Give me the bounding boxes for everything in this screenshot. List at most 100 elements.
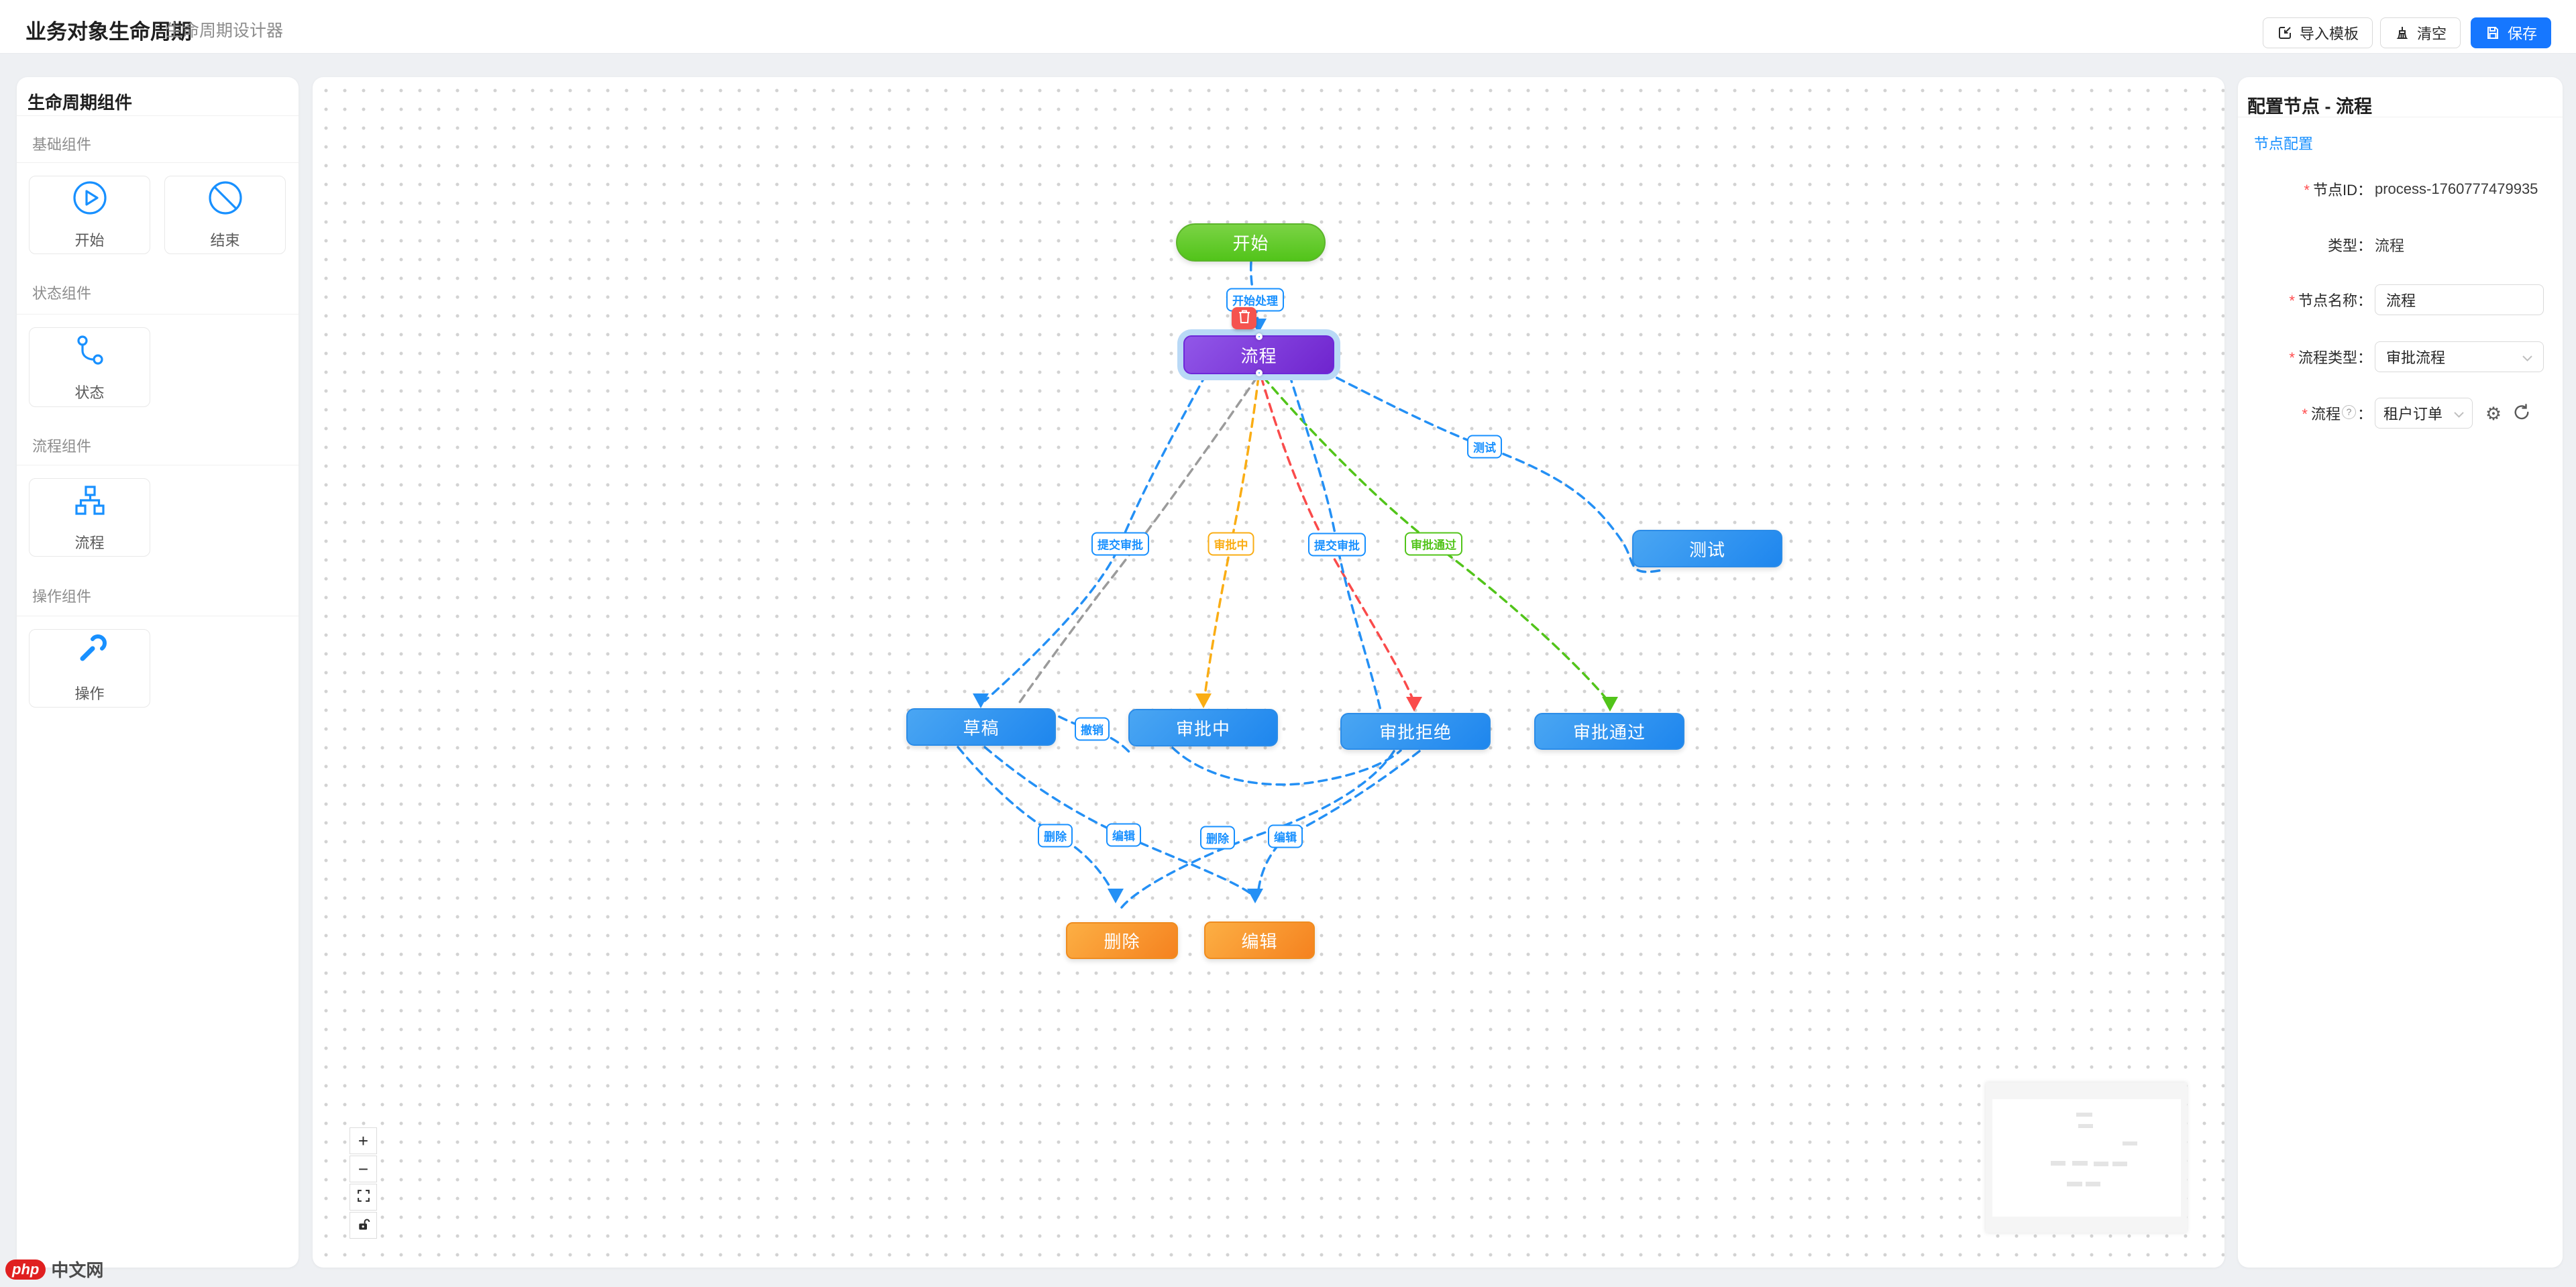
state-icon bbox=[72, 332, 108, 372]
chevron-down-icon bbox=[2522, 348, 2532, 366]
refresh-button[interactable] bbox=[2512, 403, 2532, 425]
edge-label[interactable]: 撤销 bbox=[1075, 717, 1110, 741]
component-action-label: 操作 bbox=[74, 685, 105, 702]
process-type-value: 审批流程 bbox=[2386, 349, 2446, 366]
sitemap-icon bbox=[72, 482, 108, 522]
required-mark: * bbox=[2289, 292, 2295, 309]
edge-label[interactable]: 提交审批 bbox=[1308, 533, 1366, 557]
required-mark: * bbox=[2302, 406, 2308, 423]
process-colon: ： bbox=[2357, 406, 2372, 423]
node-process[interactable]: 流程 bbox=[1183, 333, 1334, 376]
node-name-label: 节点名称： bbox=[2298, 292, 2372, 309]
edge-label[interactable]: 删除 bbox=[1200, 826, 1235, 850]
flow-canvas[interactable]: 开始处理提交审批审批中提交审批审批通过测试撤销删除编辑删除编辑 开始流程草稿审批… bbox=[313, 77, 2224, 1268]
component-process[interactable]: 流程 bbox=[29, 478, 150, 557]
minimap-node bbox=[2076, 1113, 2092, 1117]
save-icon bbox=[2485, 25, 2501, 41]
sidebar-title: 生命周期组件 bbox=[28, 93, 133, 113]
section-action-label: 操作组件 bbox=[32, 588, 92, 605]
minimap-node bbox=[2067, 1182, 2082, 1186]
minimap[interactable] bbox=[1986, 1082, 2187, 1233]
section-basic-label: 基础组件 bbox=[32, 136, 92, 153]
divider bbox=[17, 115, 299, 116]
node-delete[interactable]: 删除 bbox=[1066, 922, 1178, 959]
minimap-node bbox=[2051, 1161, 2065, 1166]
save-button[interactable]: 保存 bbox=[2471, 17, 2551, 48]
minimap-node bbox=[2123, 1141, 2137, 1145]
component-start-label: 开始 bbox=[74, 232, 105, 249]
delete-node-button[interactable] bbox=[1232, 307, 1256, 329]
component-action[interactable]: 操作 bbox=[29, 629, 150, 708]
help-icon[interactable]: ? bbox=[2341, 405, 2356, 419]
node-rejected[interactable]: 审批拒绝 bbox=[1340, 713, 1491, 750]
required-mark: * bbox=[2289, 349, 2295, 366]
panel-title: 配置节点 - 流程 bbox=[2247, 97, 2372, 117]
process-type-label: 流程类型： bbox=[2298, 349, 2372, 366]
edge-label[interactable]: 审批通过 bbox=[1405, 532, 1462, 556]
edge-label[interactable]: 删除 bbox=[1038, 824, 1073, 848]
node-port-bottom[interactable] bbox=[1255, 370, 1263, 376]
required-mark: * bbox=[2304, 182, 2310, 199]
clear-label: 清空 bbox=[2416, 25, 2447, 42]
edge-label[interactable]: 测试 bbox=[1467, 435, 1502, 459]
minimap-node bbox=[2086, 1182, 2100, 1186]
component-start[interactable]: 开始 bbox=[29, 176, 150, 254]
zoom-in-button[interactable]: + bbox=[350, 1127, 377, 1154]
page-title: 业务对象生命周期 bbox=[25, 20, 192, 44]
minimap-viewport[interactable] bbox=[1992, 1099, 2181, 1217]
zoom-out-button[interactable]: − bbox=[350, 1156, 377, 1182]
fit-view-button[interactable] bbox=[350, 1184, 377, 1211]
play-circle-icon bbox=[72, 180, 108, 219]
refresh-icon bbox=[2513, 403, 2530, 425]
node-draft[interactable]: 草稿 bbox=[906, 708, 1056, 746]
section-state-label: 状态组件 bbox=[32, 285, 92, 302]
import-template-button[interactable]: 导入模板 bbox=[2263, 17, 2373, 48]
broom-icon bbox=[2394, 25, 2410, 41]
trash-icon bbox=[1238, 309, 1251, 327]
type-label: 类型： bbox=[2327, 237, 2372, 254]
process-type-select[interactable]: 审批流程 bbox=[2375, 341, 2544, 372]
edge-label[interactable]: 编辑 bbox=[1106, 823, 1141, 847]
section-process-label: 流程组件 bbox=[32, 438, 92, 455]
field-node-id: *节点ID： process-1760777479935 bbox=[2238, 173, 2563, 205]
node-start[interactable]: 开始 bbox=[1176, 223, 1326, 262]
process-select[interactable]: 租户订单 bbox=[2375, 398, 2473, 429]
node-approving[interactable]: 审批中 bbox=[1128, 709, 1278, 746]
import-icon bbox=[2277, 25, 2293, 41]
node-name-input[interactable]: 流程 bbox=[2375, 284, 2544, 315]
fit-view-icon bbox=[356, 1187, 371, 1208]
node-test[interactable]: 测试 bbox=[1632, 530, 1782, 567]
edge-label[interactable]: 编辑 bbox=[1268, 824, 1303, 848]
field-process: *流程?： 租户订单 ⚙ bbox=[2238, 397, 2563, 429]
settings-gear-button[interactable]: ⚙ bbox=[2485, 403, 2502, 424]
php-logo: php bbox=[5, 1259, 46, 1280]
process-value: 租户订单 bbox=[2383, 406, 2443, 423]
component-end[interactable]: 结束 bbox=[164, 176, 286, 254]
node-edit[interactable]: 编辑 bbox=[1204, 921, 1315, 959]
save-label: 保存 bbox=[2507, 25, 2537, 42]
component-state[interactable]: 状态 bbox=[29, 327, 150, 407]
site-watermark: php 中文网 bbox=[5, 1257, 103, 1282]
tab-node-config[interactable]: 节点配置 bbox=[2254, 135, 2314, 152]
lock-button[interactable] bbox=[350, 1212, 377, 1239]
edge-label[interactable]: 提交审批 bbox=[1091, 532, 1149, 556]
divider bbox=[17, 314, 299, 315]
chevron-down-icon bbox=[2454, 404, 2464, 422]
lock-icon bbox=[357, 1215, 370, 1236]
field-node-name: *节点名称： 流程 bbox=[2238, 284, 2563, 316]
stop-icon bbox=[207, 180, 244, 219]
wrench-icon bbox=[72, 633, 108, 673]
field-type: 类型： 流程 bbox=[2238, 229, 2563, 261]
clear-button[interactable]: 清空 bbox=[2380, 17, 2461, 48]
type-value: 流程 bbox=[2375, 237, 2405, 254]
config-panel: 配置节点 - 流程 节点配置 *节点ID： process-1760777479… bbox=[2238, 77, 2563, 1268]
component-process-label: 流程 bbox=[74, 535, 105, 551]
node-port-top[interactable] bbox=[1255, 333, 1263, 340]
component-end-label: 结束 bbox=[210, 232, 240, 249]
node-passed[interactable]: 审批通过 bbox=[1534, 713, 1684, 750]
zoom-toolbar: + − bbox=[350, 1127, 377, 1239]
process-label: 流程 bbox=[2310, 406, 2341, 423]
minimap-node bbox=[2094, 1162, 2108, 1166]
edge-label[interactable]: 审批中 bbox=[1208, 532, 1254, 556]
component-sidebar: 生命周期组件 基础组件 开始 结束 状态组件 状态 流程组件 bbox=[17, 77, 299, 1268]
